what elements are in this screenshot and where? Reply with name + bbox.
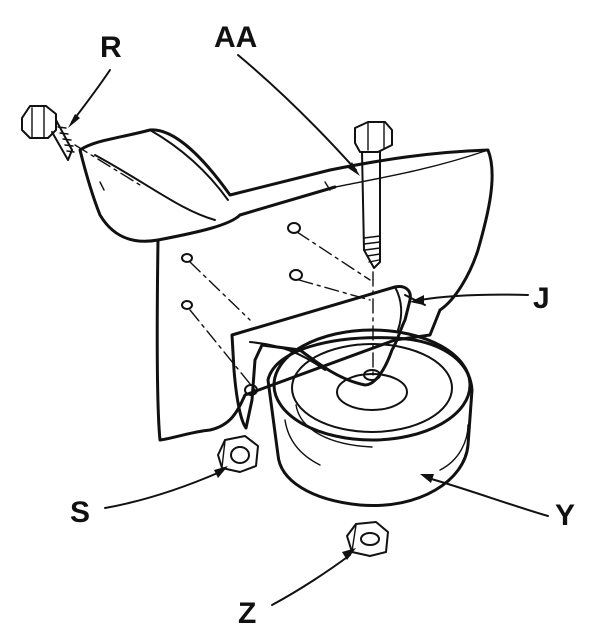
label-s: S bbox=[70, 496, 90, 529]
part-labels: R AA J S Y Z bbox=[70, 21, 575, 630]
label-j: J bbox=[533, 282, 550, 315]
mounting-block bbox=[78, 128, 494, 442]
label-r: R bbox=[100, 31, 122, 64]
bracket-j bbox=[230, 285, 426, 430]
leader-lines bbox=[68, 54, 549, 606]
nut-s bbox=[217, 435, 259, 473]
nut-z bbox=[346, 521, 389, 557]
alignment-lines bbox=[74, 144, 374, 391]
label-y: Y bbox=[555, 499, 575, 532]
mounting-holes bbox=[181, 222, 303, 310]
caster-wheel-y bbox=[266, 328, 474, 508]
bolt-r bbox=[21, 105, 75, 161]
bolt-aa bbox=[354, 121, 393, 269]
label-z: Z bbox=[238, 597, 256, 630]
label-aa: AA bbox=[214, 21, 257, 54]
